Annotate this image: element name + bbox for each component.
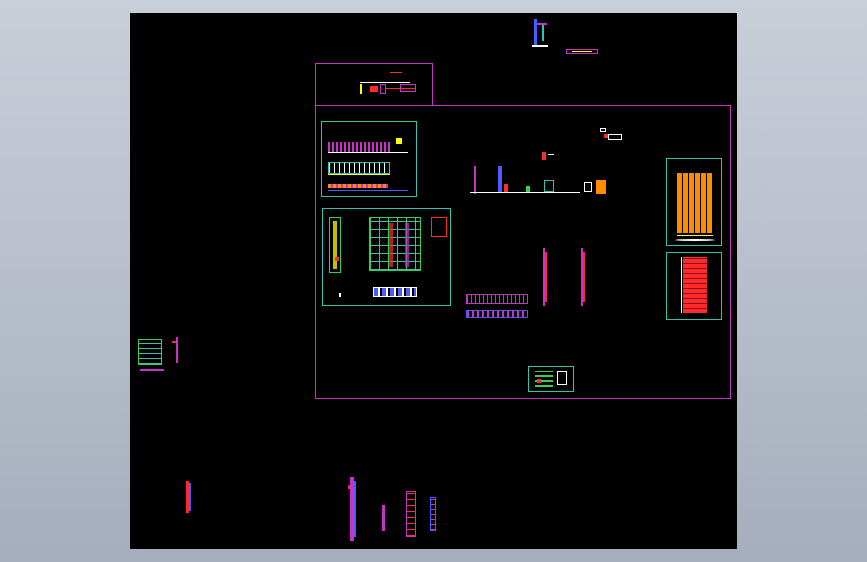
plan-elevation-panel bbox=[322, 208, 451, 306]
column-section-b bbox=[580, 248, 586, 306]
title-frame-small bbox=[315, 63, 433, 106]
beam-section-a bbox=[466, 294, 528, 304]
elevation-panel bbox=[321, 121, 417, 197]
cad-drawing-viewport[interactable] bbox=[130, 13, 737, 549]
section-details-center bbox=[466, 146, 616, 201]
beam-section-b bbox=[466, 310, 528, 318]
main-drawing-frame bbox=[315, 105, 731, 399]
column-section-a bbox=[542, 248, 548, 306]
orange-elevation-panel bbox=[666, 158, 722, 246]
red-elevation-panel bbox=[666, 252, 722, 320]
detail-top-right bbox=[532, 17, 602, 57]
detail-panel-bottom bbox=[528, 366, 574, 392]
detail-bottom-left bbox=[186, 481, 192, 513]
detail-left bbox=[136, 337, 182, 377]
legend-block bbox=[600, 128, 624, 144]
detail-bottom-center bbox=[346, 477, 442, 543]
